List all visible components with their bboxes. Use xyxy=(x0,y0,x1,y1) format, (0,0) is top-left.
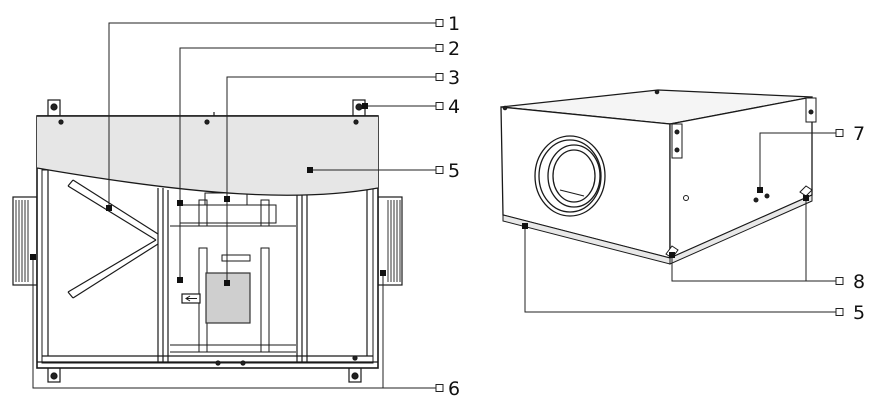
callout-1: 1 xyxy=(435,13,460,35)
callout-4: 4 xyxy=(435,96,460,118)
callout-3: 3 xyxy=(435,67,460,89)
callout-5: 5 xyxy=(435,160,460,182)
callout-label: 2 xyxy=(448,38,460,60)
side-fittings xyxy=(502,89,817,203)
partition-walls xyxy=(157,188,308,362)
callout-5b: 5 xyxy=(835,302,865,324)
callout-label: 8 xyxy=(853,271,865,293)
callout-label: 5 xyxy=(448,160,460,182)
callout-8: 8 xyxy=(835,271,865,293)
callout-label: 5 xyxy=(853,302,865,324)
duct-spigot xyxy=(534,135,606,217)
callout-6: 6 xyxy=(435,378,460,400)
duct-flange-right xyxy=(377,196,403,286)
callout-label: 6 xyxy=(448,378,460,400)
callout-7: 7 xyxy=(835,123,865,145)
right-unit-view xyxy=(500,89,817,265)
anchor-points xyxy=(30,103,809,286)
leader-lines xyxy=(32,22,836,389)
callout-label: 4 xyxy=(448,96,460,118)
left-unit-view xyxy=(12,99,403,383)
airflow-arrow xyxy=(181,293,201,304)
callout-label: 1 xyxy=(448,13,460,35)
side-face xyxy=(669,96,813,259)
callout-label: 7 xyxy=(853,123,865,145)
callout-2: 2 xyxy=(435,38,460,60)
callout-label: 3 xyxy=(448,67,460,89)
filter-frame xyxy=(67,179,159,299)
